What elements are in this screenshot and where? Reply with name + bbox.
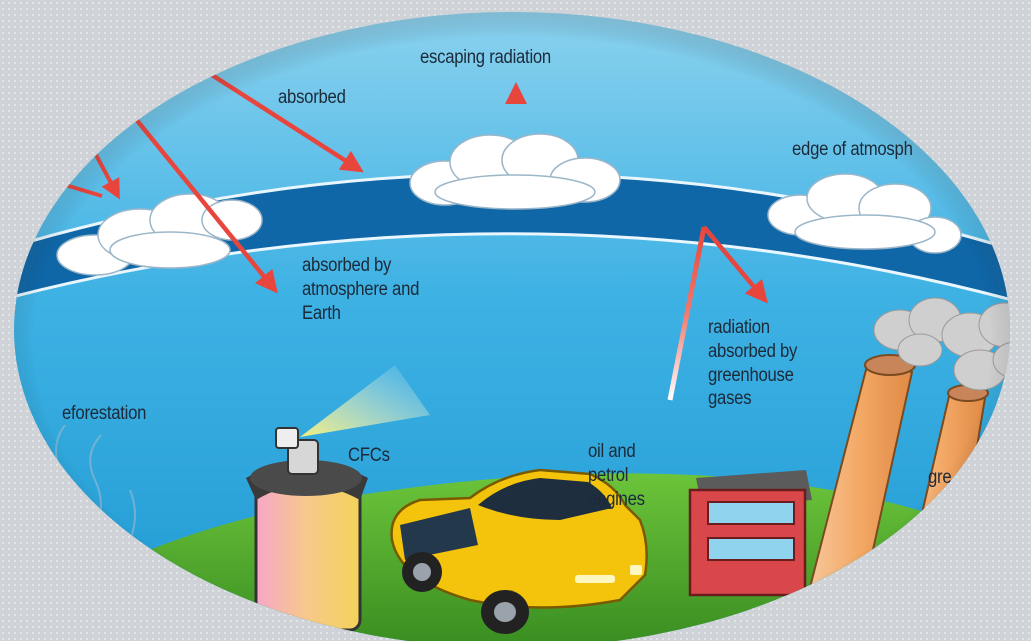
oval-vignette — [14, 12, 1010, 641]
label-oil-and-petrol-engines: oil and petrol engines — [588, 441, 645, 510]
label-cfcs: CFCs — [348, 445, 390, 466]
label-absorbed-by-atmosphere: absorbed by atmosphere and Earth — [302, 255, 420, 324]
label-radiation-absorbed-by-greenhouse: radiation absorbed by greenhouse gases — [708, 317, 798, 410]
label-deforestation: eforestation — [62, 403, 147, 424]
label-absorbed: absorbed — [278, 87, 346, 108]
label-escaping-radiation: escaping radiation — [420, 47, 551, 68]
label-edge-of-atmosphere: edge of atmosph — [792, 139, 913, 160]
label-greenhouse-partial: gre — [928, 467, 952, 488]
